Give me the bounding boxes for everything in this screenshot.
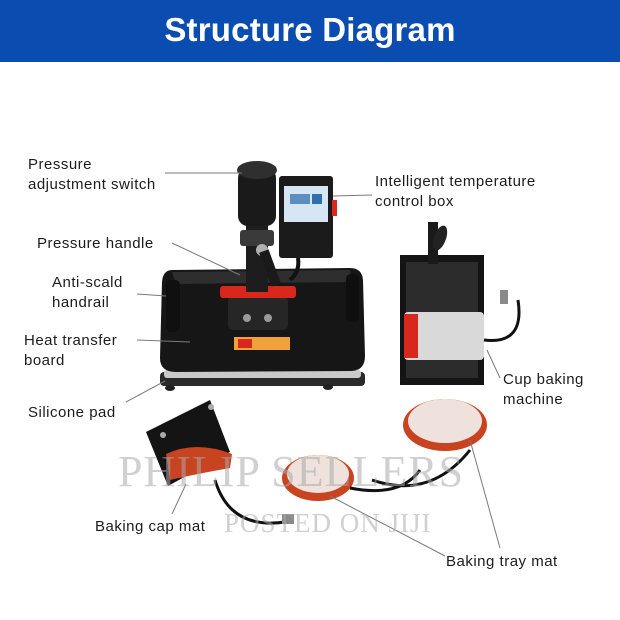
title-banner xyxy=(0,0,620,62)
foot xyxy=(165,385,175,391)
watermark-seller: PHILIP SELLERS xyxy=(118,447,465,496)
heat-press xyxy=(160,161,365,391)
label-anti-scald-handrail: Anti-scald handrail xyxy=(52,274,123,311)
label-intelligent-temperature-control-box: Intelligent temperature control box xyxy=(375,173,536,210)
handrail-right xyxy=(346,274,359,322)
label-pressure-handle: Pressure handle xyxy=(37,235,154,252)
handrail-left xyxy=(166,280,180,332)
watermark-posted: POSTED ON JIJI xyxy=(224,508,432,538)
pressure-handle xyxy=(259,249,281,287)
label-heat-transfer-board: Heat transfer board xyxy=(24,332,118,369)
power-switch xyxy=(332,200,337,216)
silicone-pad xyxy=(164,370,361,378)
warning-sticker-mark xyxy=(238,339,252,348)
label-baking-tray-mat: Baking tray mat xyxy=(446,553,558,570)
label-cup-baking-machine: Cup baking machine xyxy=(503,371,584,408)
center-mount xyxy=(228,296,288,330)
foot xyxy=(323,384,333,390)
cup-heater-red xyxy=(404,314,418,358)
page-title: Structure Diagram xyxy=(164,11,456,48)
column-collar xyxy=(240,230,274,246)
cup-heater xyxy=(404,312,484,360)
cup-baking-machine xyxy=(400,222,521,385)
machine-illustration xyxy=(125,161,521,557)
label-silicone-pad: Silicone pad xyxy=(28,404,116,421)
cap-mat-pad xyxy=(166,447,232,480)
pressure-knob xyxy=(238,168,276,226)
baking-tray-mats xyxy=(282,399,487,501)
leader-lines xyxy=(125,172,501,557)
baking-cap-mat xyxy=(146,400,294,525)
label-baking-cap-mat: Baking cap mat xyxy=(95,518,206,535)
label-pressure-adjustment-switch: Pressure adjustment switch xyxy=(28,156,156,193)
